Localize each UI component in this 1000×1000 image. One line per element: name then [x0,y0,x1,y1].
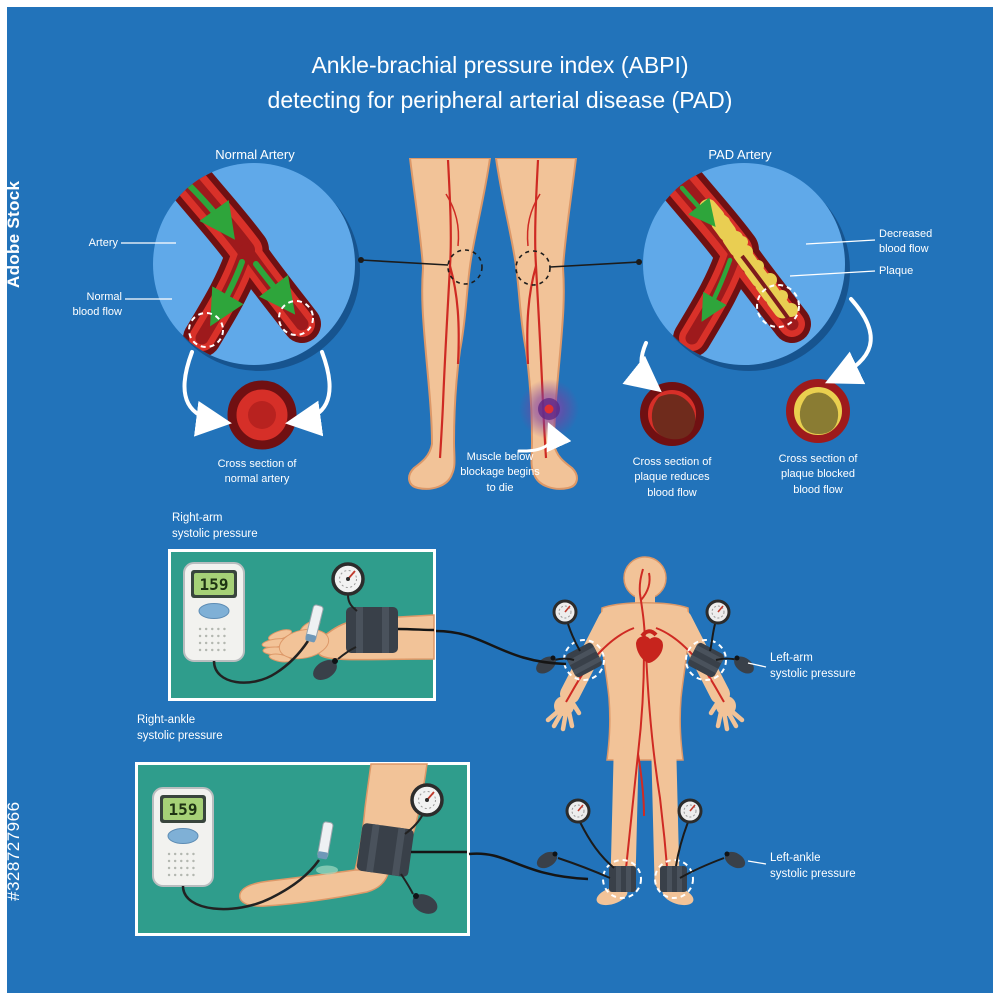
normal-cross-label: Cross section of normal artery [217,458,297,486]
right-ankle-measurement-panel: 159 [135,762,470,936]
doppler-probe [305,604,324,643]
doppler-screen [163,798,203,820]
fingers [545,699,745,732]
muscle-label: Muscle below blockage begins to die [460,451,540,494]
cuff-marker-circle [602,859,642,899]
flow-marker-circle [278,300,314,336]
title-line-1: Ankle-brachial pressure index (ABPI) [311,52,689,78]
ankle-gauges [565,798,703,824]
heart [636,629,663,663]
blood-flow-arrows [185,181,296,327]
right-ankle-cuff [609,866,636,892]
blocked-plaque-mass [799,392,839,434]
normal-artery-zoom [153,163,360,371]
speaker-grille [198,627,232,652]
left-arm-label: Left-arm systolic pressure [770,652,856,681]
pressure-gauge [404,783,444,835]
arm-cuff [346,607,398,653]
cuff-marker-circle [685,639,727,681]
probe-cable [181,859,321,911]
cross-section-blocked [786,379,850,443]
watermark-id: #328727966 [4,801,23,901]
reduced-flow-arrows [679,185,733,322]
ankle-cuff [356,823,414,877]
watermark-brand: Adobe Stock [4,180,23,288]
foot [239,869,390,907]
flow-marker-circle [188,312,224,348]
right-arm-measurement-panel: 159 [168,549,436,701]
cuff-marker-circle [654,859,694,899]
normal-vessel [153,163,321,357]
doppler-button [198,603,230,619]
plaque-label: Plaque [879,265,914,277]
cross-section-reduced [640,382,704,446]
normal-lumen-core [248,401,276,429]
doppler-probe [317,821,334,860]
ultrasound-gel [316,865,338,875]
pad-vessel [643,163,811,357]
speaker-grille [167,852,201,877]
normal-flow-label: Normal blood flow [72,291,122,319]
ankle-tubes [557,821,725,879]
plaque-deposits [699,199,798,323]
right-arm-cuff [566,642,602,678]
doppler-device: 159 [183,562,245,662]
doppler-screen [194,573,234,595]
patient-figure [536,556,754,906]
inflation-bulb [313,646,357,680]
torso [600,602,690,761]
normal-artery-heading: Normal Artery [215,147,295,162]
artery-label: Artery [88,237,118,249]
pressure-gauge [331,562,365,612]
title-line-2: detecting for peripheral arterial diseas… [267,86,733,113]
cross-blocked-label: Cross section of plaque blocked blood fl… [778,453,858,496]
body-skin [600,556,690,761]
probe-cable [212,640,310,684]
doppler-device: 159 [152,787,214,887]
pad-artery-heading: PAD Artery [708,147,772,162]
figure-legs [610,747,680,893]
pad-artery-zoom [643,163,850,371]
legs-skin [408,158,578,490]
arm-gauges [552,599,731,625]
cuff-marker-circle [563,639,605,681]
cuff-tube [397,627,435,632]
inflation-bulb [400,873,438,914]
doppler-button [167,828,199,844]
page-title: Ankle-brachial pressure index (ABPI) det… [0,48,1000,117]
left-arm-cuff [688,642,724,678]
cross-section-normal [227,380,297,450]
decreased-flow-label: Decreased blood flow [879,228,933,256]
reduced-plaque-mass [651,394,696,440]
left-ankle-cuff [660,866,687,892]
doppler-reading-arm: 159 [200,575,229,594]
doppler-reading-ankle: 159 [169,800,198,819]
plaque-marker-circle [756,284,800,328]
right-arm-label: Right-arm systolic pressure [172,512,258,541]
cross-reduced-label: Cross section of plaque reduces blood fl… [632,456,712,499]
right-ankle-label: Right-ankle systolic pressure [137,714,223,743]
left-ankle-label: Left-ankle systolic pressure [770,852,856,881]
ischemia-spot [519,379,579,439]
